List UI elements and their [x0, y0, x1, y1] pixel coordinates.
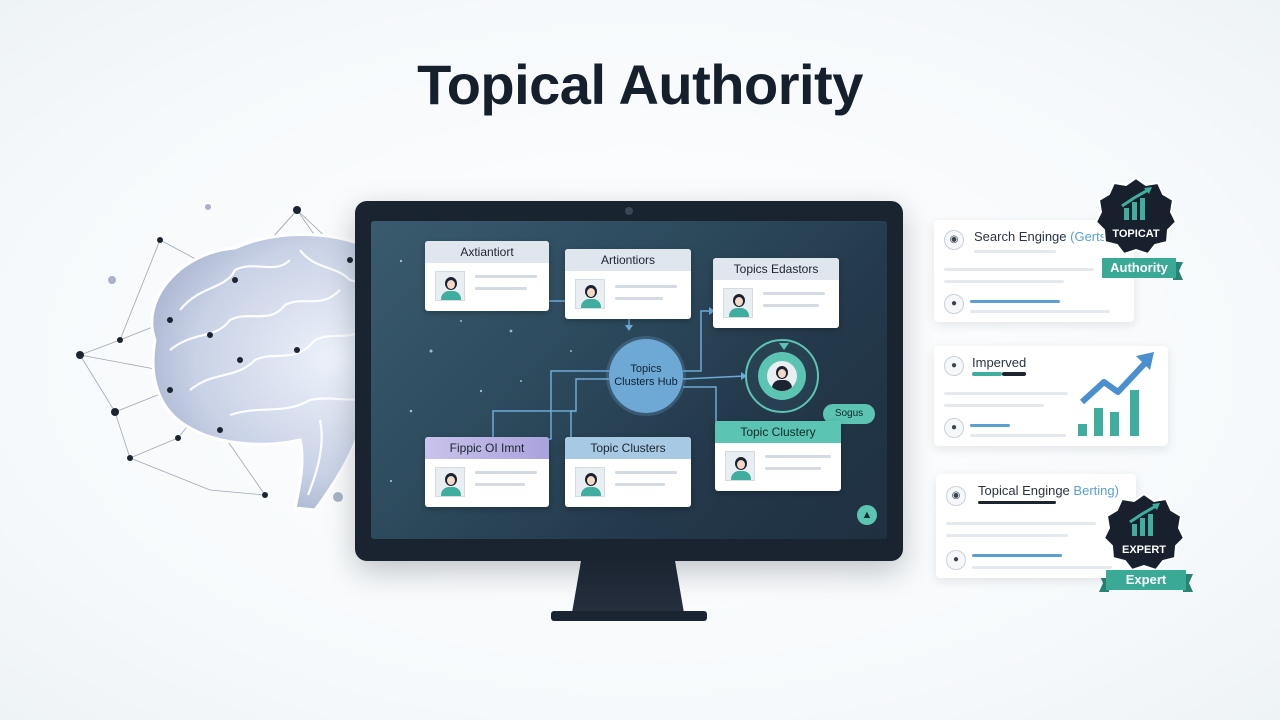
user-avatar-icon [435, 271, 465, 301]
user-avatar-icon [435, 467, 465, 497]
improved-panel[interactable]: ● Imperved ● [934, 346, 1168, 446]
featured-author-ring[interactable] [745, 339, 819, 413]
authority-ribbon: Authority [1102, 258, 1176, 278]
topic-card-3[interactable]: Topics Edastors [713, 258, 839, 328]
topic-card-6[interactable]: Topic Clustery [715, 421, 841, 491]
monitor-stand-neck [572, 561, 684, 613]
card-header: Topics Edastors [713, 258, 839, 280]
topic-card-2[interactable]: Artiontiors [565, 249, 691, 319]
sogus-pill[interactable]: Sogus [823, 404, 875, 424]
user-avatar-icon [725, 451, 755, 481]
user-icon: ● [944, 418, 964, 438]
card-header: Topic Clusters [565, 437, 691, 459]
search-engine-panel[interactable]: ◉ Search Enginge (Gerts ● [934, 220, 1134, 322]
seal-text: TOPICAT [1112, 228, 1160, 240]
triangle-down-icon [779, 343, 789, 350]
panel-title: Topical Enginge Berting) [978, 483, 1119, 498]
monitor-screen: Axtiantiort Artiontiors Topics Edastors [371, 221, 887, 539]
seal-icon [1096, 176, 1176, 256]
topical-engine-panel[interactable]: ◉ Topical Enginge Berting) ● [936, 474, 1136, 578]
page-title: Topical Authority [417, 53, 863, 116]
growth-chart-icon [1078, 352, 1154, 436]
expert-badge: EXPERT Expert [1104, 492, 1186, 598]
expert-ribbon: Expert [1106, 570, 1186, 590]
monitor-stand-base [551, 611, 707, 621]
camera-icon [625, 207, 633, 215]
monitor: Axtiantiort Artiontiors Topics Edastors [355, 201, 903, 561]
card-header: Topic Clustery [715, 421, 841, 443]
lock-icon[interactable]: ▲ [857, 505, 877, 525]
topic-clusters-hub[interactable]: Topics Clusters Hub [609, 339, 683, 413]
topic-card-1[interactable]: Axtiantiort [425, 241, 549, 311]
panel-title: Search Enginge (Gerts [974, 229, 1107, 244]
user-avatar-icon [723, 288, 753, 318]
user-avatar-icon [767, 361, 797, 391]
user-icon: ● [944, 356, 964, 376]
card-header: Fippic OI Imnt [425, 437, 549, 459]
search-icon: ◉ [946, 486, 966, 506]
topic-card-4[interactable]: Fippic OI Imnt [425, 437, 549, 507]
search-icon: ◉ [944, 230, 964, 250]
card-header: Artiontiors [565, 249, 691, 271]
user-avatar-icon [575, 467, 605, 497]
authority-badge: TOPICAT Authority [1096, 176, 1176, 286]
user-icon: ● [946, 550, 966, 570]
topic-card-5[interactable]: Topic Clusters [565, 437, 691, 507]
card-header: Axtiantiort [425, 241, 549, 263]
user-avatar-icon [575, 279, 605, 309]
seal-icon [1104, 492, 1184, 572]
seal-text: EXPERT [1121, 544, 1166, 556]
panel-title: Imperved [972, 355, 1027, 370]
user-icon: ● [944, 294, 964, 314]
